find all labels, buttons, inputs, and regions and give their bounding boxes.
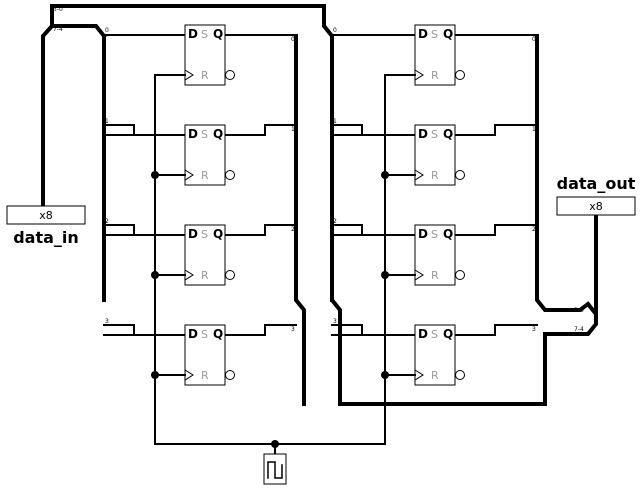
bit-label-in: 1 — [105, 118, 109, 125]
ff-d-label: D — [188, 27, 198, 41]
ff-q-label: Q — [443, 227, 453, 241]
bit-label-in: 2 — [105, 218, 109, 225]
bit-label-out: 3 — [532, 326, 536, 333]
ff-q-label: Q — [443, 27, 453, 41]
ff-s-label: S — [201, 28, 208, 41]
bit-label-out: 1 — [532, 126, 536, 133]
input-bus-splitter: 3-0 7-4 — [41, 4, 598, 406]
ff-q-label: Q — [443, 127, 453, 141]
ff-r-label: R — [201, 269, 209, 282]
ff-s-label: S — [431, 328, 438, 341]
bus-output-tap — [585, 212, 598, 320]
bus-column-1-out — [294, 34, 306, 406]
data-in-label: data_in — [13, 228, 79, 247]
ff-q-label: Q — [213, 127, 223, 141]
ff-r-label: R — [431, 269, 439, 282]
ff-s-label: S — [201, 128, 208, 141]
data-in-width: x8 — [39, 209, 53, 222]
ff-d-label: D — [188, 327, 198, 341]
ff-q-label: Q — [213, 227, 223, 241]
ff-d-label: D — [418, 227, 428, 241]
bus-column-2-out — [535, 34, 591, 312]
ff-r-label: R — [431, 169, 439, 182]
ff-d-label: D — [418, 327, 428, 341]
bit-label-out: 2 — [291, 226, 295, 233]
bus-label-7-4-top: 7-4 — [53, 26, 63, 33]
bit-label-in: 2 — [333, 218, 337, 225]
bit-label-in: 3 — [333, 318, 337, 325]
bit-labels: 0 0 1 1 2 2 3 3 0 0 1 1 2 2 3 3 — [105, 27, 536, 333]
data-out-label: data_out — [557, 174, 636, 193]
ff-r-label: R — [431, 69, 439, 82]
bit-label-out: 0 — [291, 36, 295, 43]
data-out-width: x8 — [589, 200, 603, 213]
ff-s-label: S — [201, 228, 208, 241]
bit-label-out: 2 — [532, 226, 536, 233]
ff-q-label: Q — [443, 327, 453, 341]
clock-net — [154, 74, 414, 455]
ff-d-label: D — [188, 127, 198, 141]
ff-d-label: D — [188, 227, 198, 241]
bit-label-in: 3 — [105, 318, 109, 325]
ff-s-label: S — [201, 328, 208, 341]
ff-r-label: R — [431, 369, 439, 382]
bus-label-3-0-top: 3-0 — [53, 6, 63, 13]
data-in-pin[interactable]: x8 data_in — [6, 198, 86, 247]
clock-icon — [267, 461, 283, 479]
bit-label-out: 3 — [291, 326, 295, 333]
ff-s-label: S — [431, 28, 438, 41]
bit-label-in: 0 — [105, 27, 109, 34]
ff-s-label: S — [431, 228, 438, 241]
ff-r-label: R — [201, 169, 209, 182]
bus-label-7-4-right: 7-4 — [574, 326, 584, 333]
bit-label-out: 0 — [532, 36, 536, 43]
bit-label-in: 0 — [333, 27, 337, 34]
data-out-pin[interactable]: x8 data_out — [556, 174, 636, 216]
ff-s-label: S — [431, 128, 438, 141]
ff-q-label: Q — [213, 327, 223, 341]
ff-r-label: R — [201, 69, 209, 82]
bit-label-out: 1 — [291, 126, 295, 133]
ff-r-label: R — [201, 369, 209, 382]
clock-source[interactable] — [263, 453, 287, 485]
bus-label-3-0-right: 3-0 — [574, 307, 584, 314]
bit-label-in: 1 — [333, 118, 337, 125]
ff-d-label: D — [418, 27, 428, 41]
ff-q-label: Q — [213, 27, 223, 41]
ff-d-label: D — [418, 127, 428, 141]
